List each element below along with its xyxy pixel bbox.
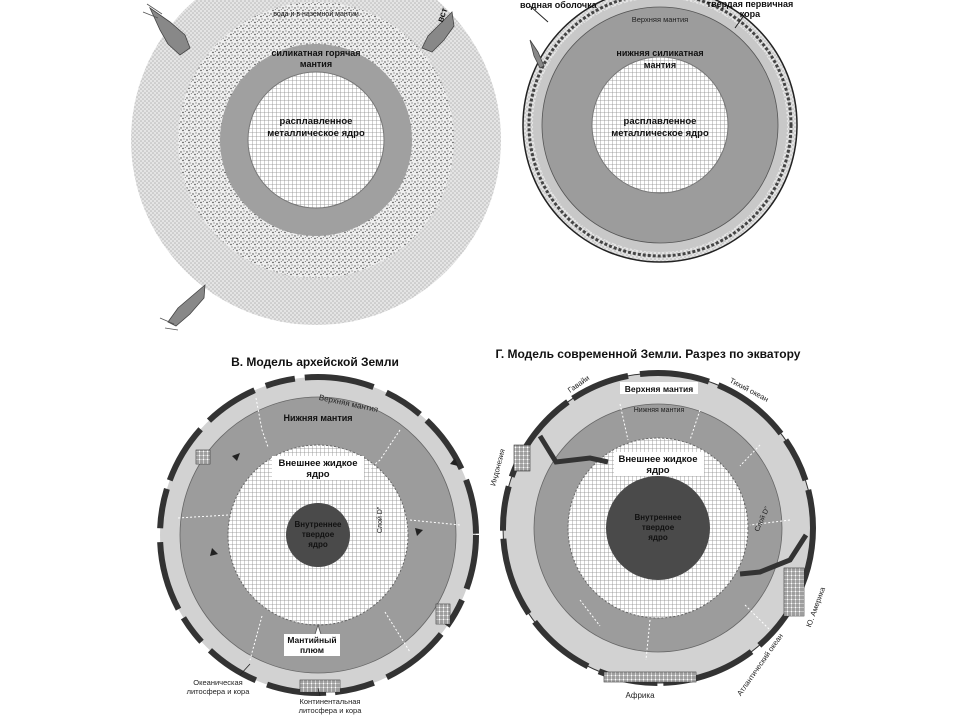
panel-d-label-indonesia: Индонезия <box>488 448 507 487</box>
panel-d-label-outer-1: Внешнее жидкое <box>618 454 697 465</box>
panel-b-leader <box>734 13 746 29</box>
panel-a-label-core-2: металлическое ядро <box>267 128 365 139</box>
panel-d-label-s-america: Ю. Америка <box>804 585 827 628</box>
panel-b-label-core-2: металлическое ядро <box>611 128 709 139</box>
panel-c-title: В. Модель архейской Земли <box>231 355 399 369</box>
panel-d-continent-africa <box>603 671 697 683</box>
panel-c-plates <box>157 374 479 696</box>
panel-c-continent <box>195 449 211 465</box>
panel-c-archean-earth: В. Модель архейской Земли Верхняя <box>157 355 479 715</box>
panel-d-slab <box>537 434 609 465</box>
panel-d-label-africa: Африка <box>625 691 655 700</box>
meteor-icon <box>159 284 206 331</box>
panel-b-label-crust-2: кора <box>740 9 761 19</box>
panel-c-label-inner-3: ядро <box>308 540 328 549</box>
panel-d-outer-core-box <box>614 452 704 476</box>
panel-d-label-outer-2: ядро <box>646 465 669 476</box>
panel-a-core <box>247 71 385 209</box>
panel-d-label-inner-3: ядро <box>648 533 668 542</box>
panel-c-label-inner-1: Внутреннее <box>295 520 343 529</box>
panel-d-label-upper-mantle: Верхняя мантия <box>625 384 694 394</box>
panel-c-arrows <box>210 453 458 556</box>
panel-c-outer-core-box <box>272 456 364 480</box>
panel-d-modern-earth: Г. Модель современной Земли. Разрез по э… <box>488 347 827 700</box>
panel-b-core <box>591 56 729 194</box>
panel-c-label-inner-2: твердое <box>302 530 335 539</box>
panel-c-label-d-layer: Слой D" <box>376 506 384 533</box>
panel-d-label-inner-2: твердое <box>642 523 675 532</box>
panel-a-label-edge: вст <box>435 6 450 24</box>
panel-c-label-outer-2: ядро <box>306 469 329 480</box>
panel-b-label-water: водная оболочка <box>520 0 598 10</box>
panel-c-convection-cells <box>177 397 461 661</box>
panel-c-inner-core <box>286 503 350 567</box>
panel-c-label-continental-2: литосфера и кора <box>299 706 363 715</box>
panel-c-label-oceanic-2: литосфера и кора <box>187 687 251 696</box>
panel-d-label-lower-mantle: Нижняя мантия <box>634 407 685 414</box>
panel-c-label-continental-1: Континентальная <box>300 697 361 706</box>
panel-d-continent-s-america <box>783 567 805 617</box>
panel-d-continent-indonesia <box>513 444 531 472</box>
panel-a-label-mantle-1: силикатная горячая <box>271 48 360 58</box>
panel-c-continent <box>299 679 341 693</box>
panel-d-upper-mantle-box <box>620 382 698 394</box>
meteor-icon <box>421 11 455 53</box>
panel-c-label-plume-1: Мантийный <box>287 635 336 645</box>
panel-b-leader <box>529 5 549 23</box>
panel-b-label-lower-2: мантия <box>644 60 676 70</box>
panel-d-inner-core <box>606 476 710 580</box>
meteor-icon <box>529 39 545 69</box>
panel-b-label-upper-mantle: Верхняя мантия <box>632 15 689 24</box>
panel-d-title: Г. Модель современной Земли. Разрез по э… <box>496 347 801 361</box>
panel-b-label-lower-1: нижняя силикатная <box>616 48 703 58</box>
panel-a-label-top: вода и в наземной мантии <box>273 10 359 18</box>
panel-c-leader <box>317 687 321 697</box>
panel-a-label-mantle-2: мантия <box>300 59 332 69</box>
panel-c-continent <box>435 603 451 625</box>
panel-b-label-crust-1: твердая первичная <box>707 0 794 9</box>
panel-c-label-oceanic-1: Океаническая <box>193 678 242 687</box>
panel-b-earth-with-crust: водная оболочка твердая первичная кора В… <box>520 0 798 263</box>
panel-d-convection-cells <box>579 403 791 661</box>
panel-a-early-earth: вода и в наземной мантии силикатная горя… <box>131 0 501 331</box>
panel-c-leader <box>239 663 251 676</box>
panel-d-label-inner-1: Внутреннее <box>635 513 683 522</box>
panel-c-label-lower-mantle: Нижняя мантия <box>283 413 352 423</box>
panel-b-label-core-1: расплавленное <box>624 116 697 127</box>
panel-c-label-plume-2: плюм <box>300 645 324 655</box>
panel-c-plume-box <box>284 634 340 656</box>
panel-b-crust <box>527 0 793 258</box>
panel-d-plates <box>500 370 816 686</box>
panel-d-slab <box>739 533 809 577</box>
meteor-icon <box>142 3 191 56</box>
panel-a-label-core-1: расплавленное <box>280 116 353 127</box>
panel-c-label-outer-1: Внешнее жидкое <box>278 458 357 469</box>
